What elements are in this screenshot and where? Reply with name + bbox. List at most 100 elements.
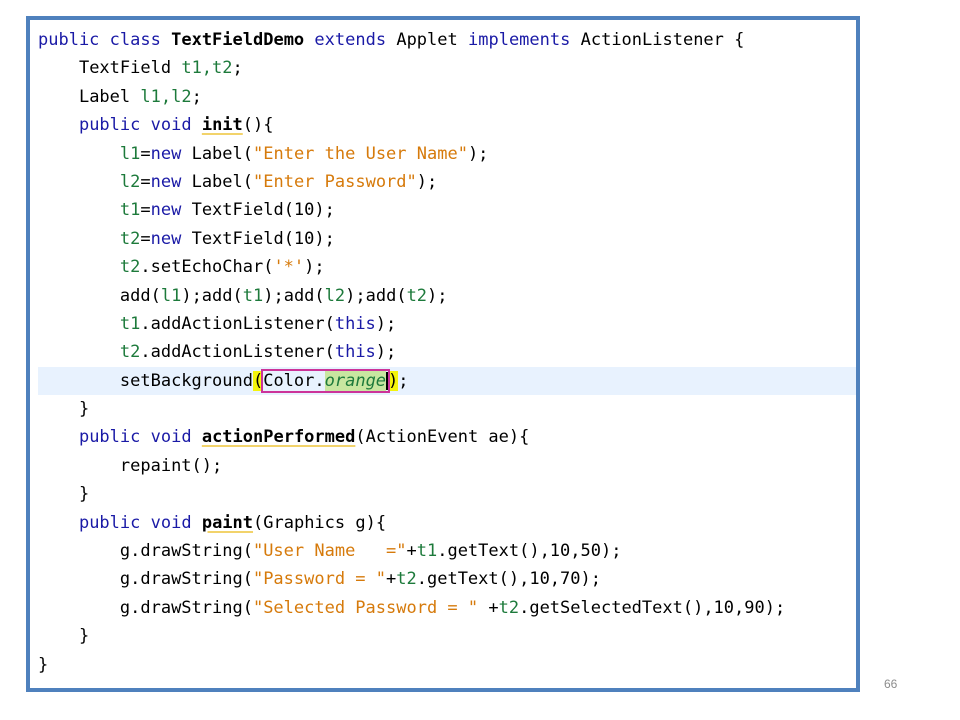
code-line-19: g.drawString("User Name ="+t1.getText(),… bbox=[38, 537, 856, 565]
matching-bracket-close: ) bbox=[388, 370, 399, 391]
code-line-23: } bbox=[38, 651, 856, 679]
field-ref: t1 bbox=[242, 285, 264, 306]
class-name: TextFieldDemo bbox=[171, 30, 305, 50]
method-call: add( bbox=[119, 285, 161, 306]
method-call: );add( bbox=[263, 285, 325, 306]
brace: } bbox=[78, 484, 90, 505]
field-ref: l2 bbox=[119, 171, 141, 192]
semicolon: ; bbox=[232, 58, 243, 79]
method-call: .setEchoChar( bbox=[140, 257, 274, 278]
constructor-call: Label( bbox=[181, 171, 253, 192]
method-name: actionPerformed bbox=[201, 427, 356, 448]
operator: + bbox=[478, 597, 499, 618]
method-call: repaint(); bbox=[119, 455, 223, 476]
keyword: public bbox=[78, 512, 141, 533]
slide-number: 66 bbox=[884, 677, 898, 691]
code-line-16: repaint(); bbox=[38, 452, 856, 480]
method-name: paint bbox=[201, 512, 254, 533]
superclass: Applet bbox=[396, 30, 458, 50]
code-line-6: l2=new Label("Enter Password"); bbox=[38, 168, 856, 196]
operator: = bbox=[140, 171, 151, 192]
code-line-13-current[interactable]: setBackground(Color.orange); bbox=[38, 366, 856, 396]
constructor-call: Label( bbox=[181, 143, 253, 164]
static-field: orange bbox=[324, 370, 387, 391]
field-ref: t2 bbox=[119, 228, 141, 249]
semicolon: ; bbox=[191, 86, 202, 107]
code-line-22: } bbox=[38, 622, 856, 650]
keyword: new bbox=[150, 171, 182, 192]
class-ref: Color. bbox=[263, 370, 325, 391]
operator: = bbox=[140, 200, 151, 221]
constructor-call: TextField(10); bbox=[181, 200, 335, 221]
method-call: .getText(),10,70); bbox=[416, 569, 601, 590]
method-call: );add( bbox=[345, 285, 407, 306]
code-line-5: l1=new Label("Enter the User Name"); bbox=[38, 140, 856, 168]
brace: } bbox=[38, 654, 49, 675]
code-line-21: g.drawString("Selected Password = " +t2.… bbox=[38, 594, 856, 622]
code-line-7: t1=new TextField(10); bbox=[38, 196, 856, 224]
code-line-2: TextField t1,t2; bbox=[38, 54, 856, 82]
field-ref: l1 bbox=[119, 143, 141, 164]
method-name: init bbox=[201, 115, 243, 136]
keyword: public bbox=[78, 115, 141, 136]
keyword: class bbox=[109, 30, 161, 50]
selected-expression[interactable]: Color.orange bbox=[261, 368, 391, 393]
type-name: TextField bbox=[78, 58, 172, 79]
field-ref: t1 bbox=[119, 313, 141, 334]
string-literal: "Selected Password = " bbox=[252, 597, 479, 618]
keyword: extends bbox=[314, 30, 387, 50]
keyword: implements bbox=[468, 30, 571, 50]
field-ref: t2 bbox=[396, 569, 417, 590]
code-line-9: t2.setEchoChar('*'); bbox=[38, 253, 856, 281]
keyword: new bbox=[150, 228, 182, 249]
interface-name: ActionListener bbox=[580, 30, 724, 50]
code-editor[interactable]: public class TextFieldDemo extends Apple… bbox=[38, 26, 856, 688]
field-names: l1,l2 bbox=[140, 86, 192, 107]
field-ref: l2 bbox=[324, 285, 346, 306]
code-line-4: public void init(){ bbox=[38, 111, 856, 139]
keyword: void bbox=[150, 512, 192, 533]
brace: { bbox=[723, 30, 745, 50]
matching-bracket-open: ( bbox=[252, 370, 264, 391]
method-signature: (){ bbox=[242, 115, 274, 136]
code-line-8: t2=new TextField(10); bbox=[38, 225, 856, 253]
operator: + bbox=[386, 569, 397, 590]
code-screenshot-frame: public class TextFieldDemo extends Apple… bbox=[26, 16, 860, 692]
string-literal: "User Name =" bbox=[252, 541, 407, 562]
field-ref: t2 bbox=[406, 285, 428, 306]
operator: = bbox=[140, 228, 151, 249]
code-line-11: t1.addActionListener(this); bbox=[38, 310, 856, 338]
code-line-1: public class TextFieldDemo extends Apple… bbox=[38, 26, 856, 54]
operator: = bbox=[140, 143, 151, 164]
string-literal: "Password = " bbox=[252, 569, 387, 590]
field-ref: t1 bbox=[416, 541, 438, 562]
punctuation: ); bbox=[304, 257, 325, 278]
keyword: this bbox=[334, 342, 376, 363]
code-line-18: public void paint(Graphics g){ bbox=[38, 509, 856, 537]
punctuation: ); bbox=[467, 143, 489, 164]
punctuation: ); bbox=[416, 171, 438, 192]
method-call: .addActionListener( bbox=[140, 342, 335, 363]
method-signature: (Graphics g){ bbox=[253, 512, 387, 533]
code-line-3: Label l1,l2; bbox=[38, 83, 856, 111]
string-literal: "Enter the User Name" bbox=[253, 143, 468, 164]
semicolon: ; bbox=[398, 370, 409, 391]
field-names: t1,t2 bbox=[181, 58, 233, 79]
keyword: public bbox=[78, 427, 141, 448]
keyword: void bbox=[150, 427, 192, 448]
method-signature: (ActionEvent ae){ bbox=[355, 427, 530, 448]
punctuation: ); bbox=[375, 342, 397, 363]
field-ref: t1 bbox=[119, 200, 141, 221]
brace: } bbox=[78, 626, 90, 647]
keyword: new bbox=[150, 143, 182, 164]
punctuation: ); bbox=[427, 285, 448, 306]
char-literal: '*' bbox=[273, 257, 305, 278]
method-call: g.drawString( bbox=[119, 541, 253, 562]
method-call: );add( bbox=[181, 285, 243, 306]
field-ref: l1 bbox=[160, 285, 182, 306]
constructor-call: TextField(10); bbox=[181, 228, 335, 249]
code-line-17: } bbox=[38, 480, 856, 508]
keyword: this bbox=[334, 313, 376, 334]
method-call: .getText(),10,50); bbox=[437, 541, 622, 562]
method-call: setBackground bbox=[119, 370, 253, 391]
